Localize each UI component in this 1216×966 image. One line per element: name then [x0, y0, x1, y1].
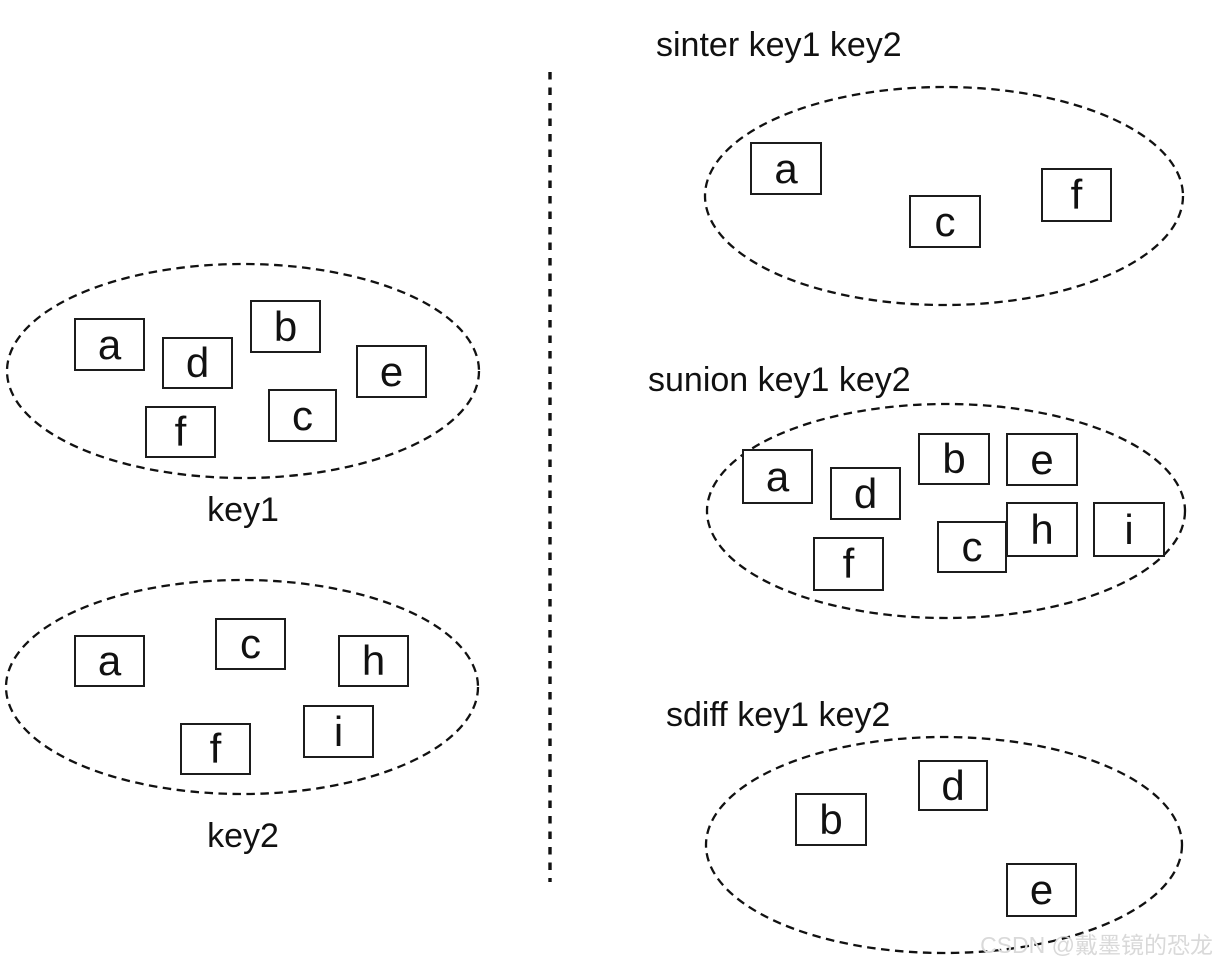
key2-label: key2	[207, 817, 279, 855]
sdiff-command-title: sdiff key1 key2	[666, 696, 891, 734]
sinter-result-ellipse	[703, 85, 1185, 307]
sdiff-item-b: b	[795, 793, 867, 846]
key2-item-f: f	[180, 723, 251, 775]
sunion-item-d: d	[830, 467, 901, 520]
sdiff-result-ellipse	[704, 735, 1184, 955]
csdn-watermark: CSDN @戴墨镜的恐龙	[980, 932, 1213, 958]
key1-item-b: b	[250, 300, 321, 353]
sunion-item-e: e	[1006, 433, 1078, 486]
key1-item-d: d	[162, 337, 233, 389]
key2-item-a: a	[74, 635, 145, 687]
sinter-item-c: c	[909, 195, 981, 248]
key2-item-i: i	[303, 705, 374, 758]
key1-label: key1	[207, 491, 279, 529]
sunion-item-i: i	[1093, 502, 1165, 557]
sinter-command-title: sinter key1 key2	[656, 26, 902, 64]
key2-item-h: h	[338, 635, 409, 687]
sunion-item-b: b	[918, 433, 990, 485]
key1-item-c: c	[268, 389, 337, 442]
key2-set-ellipse	[4, 578, 480, 796]
key2-item-c: c	[215, 618, 286, 670]
sdiff-item-d: d	[918, 760, 988, 811]
sunion-item-c: c	[937, 521, 1007, 573]
sunion-item-f: f	[813, 537, 884, 591]
sunion-item-a: a	[742, 449, 813, 504]
sunion-item-h: h	[1006, 502, 1078, 557]
sdiff-item-e: e	[1006, 863, 1077, 917]
key1-item-a: a	[74, 318, 145, 371]
sunion-result-ellipse	[705, 402, 1187, 620]
sunion-command-title: sunion key1 key2	[648, 361, 911, 399]
sinter-item-a: a	[750, 142, 822, 195]
key1-item-f: f	[145, 406, 216, 458]
sinter-item-f: f	[1041, 168, 1112, 222]
key1-set-ellipse	[5, 262, 481, 480]
key1-item-e: e	[356, 345, 427, 398]
